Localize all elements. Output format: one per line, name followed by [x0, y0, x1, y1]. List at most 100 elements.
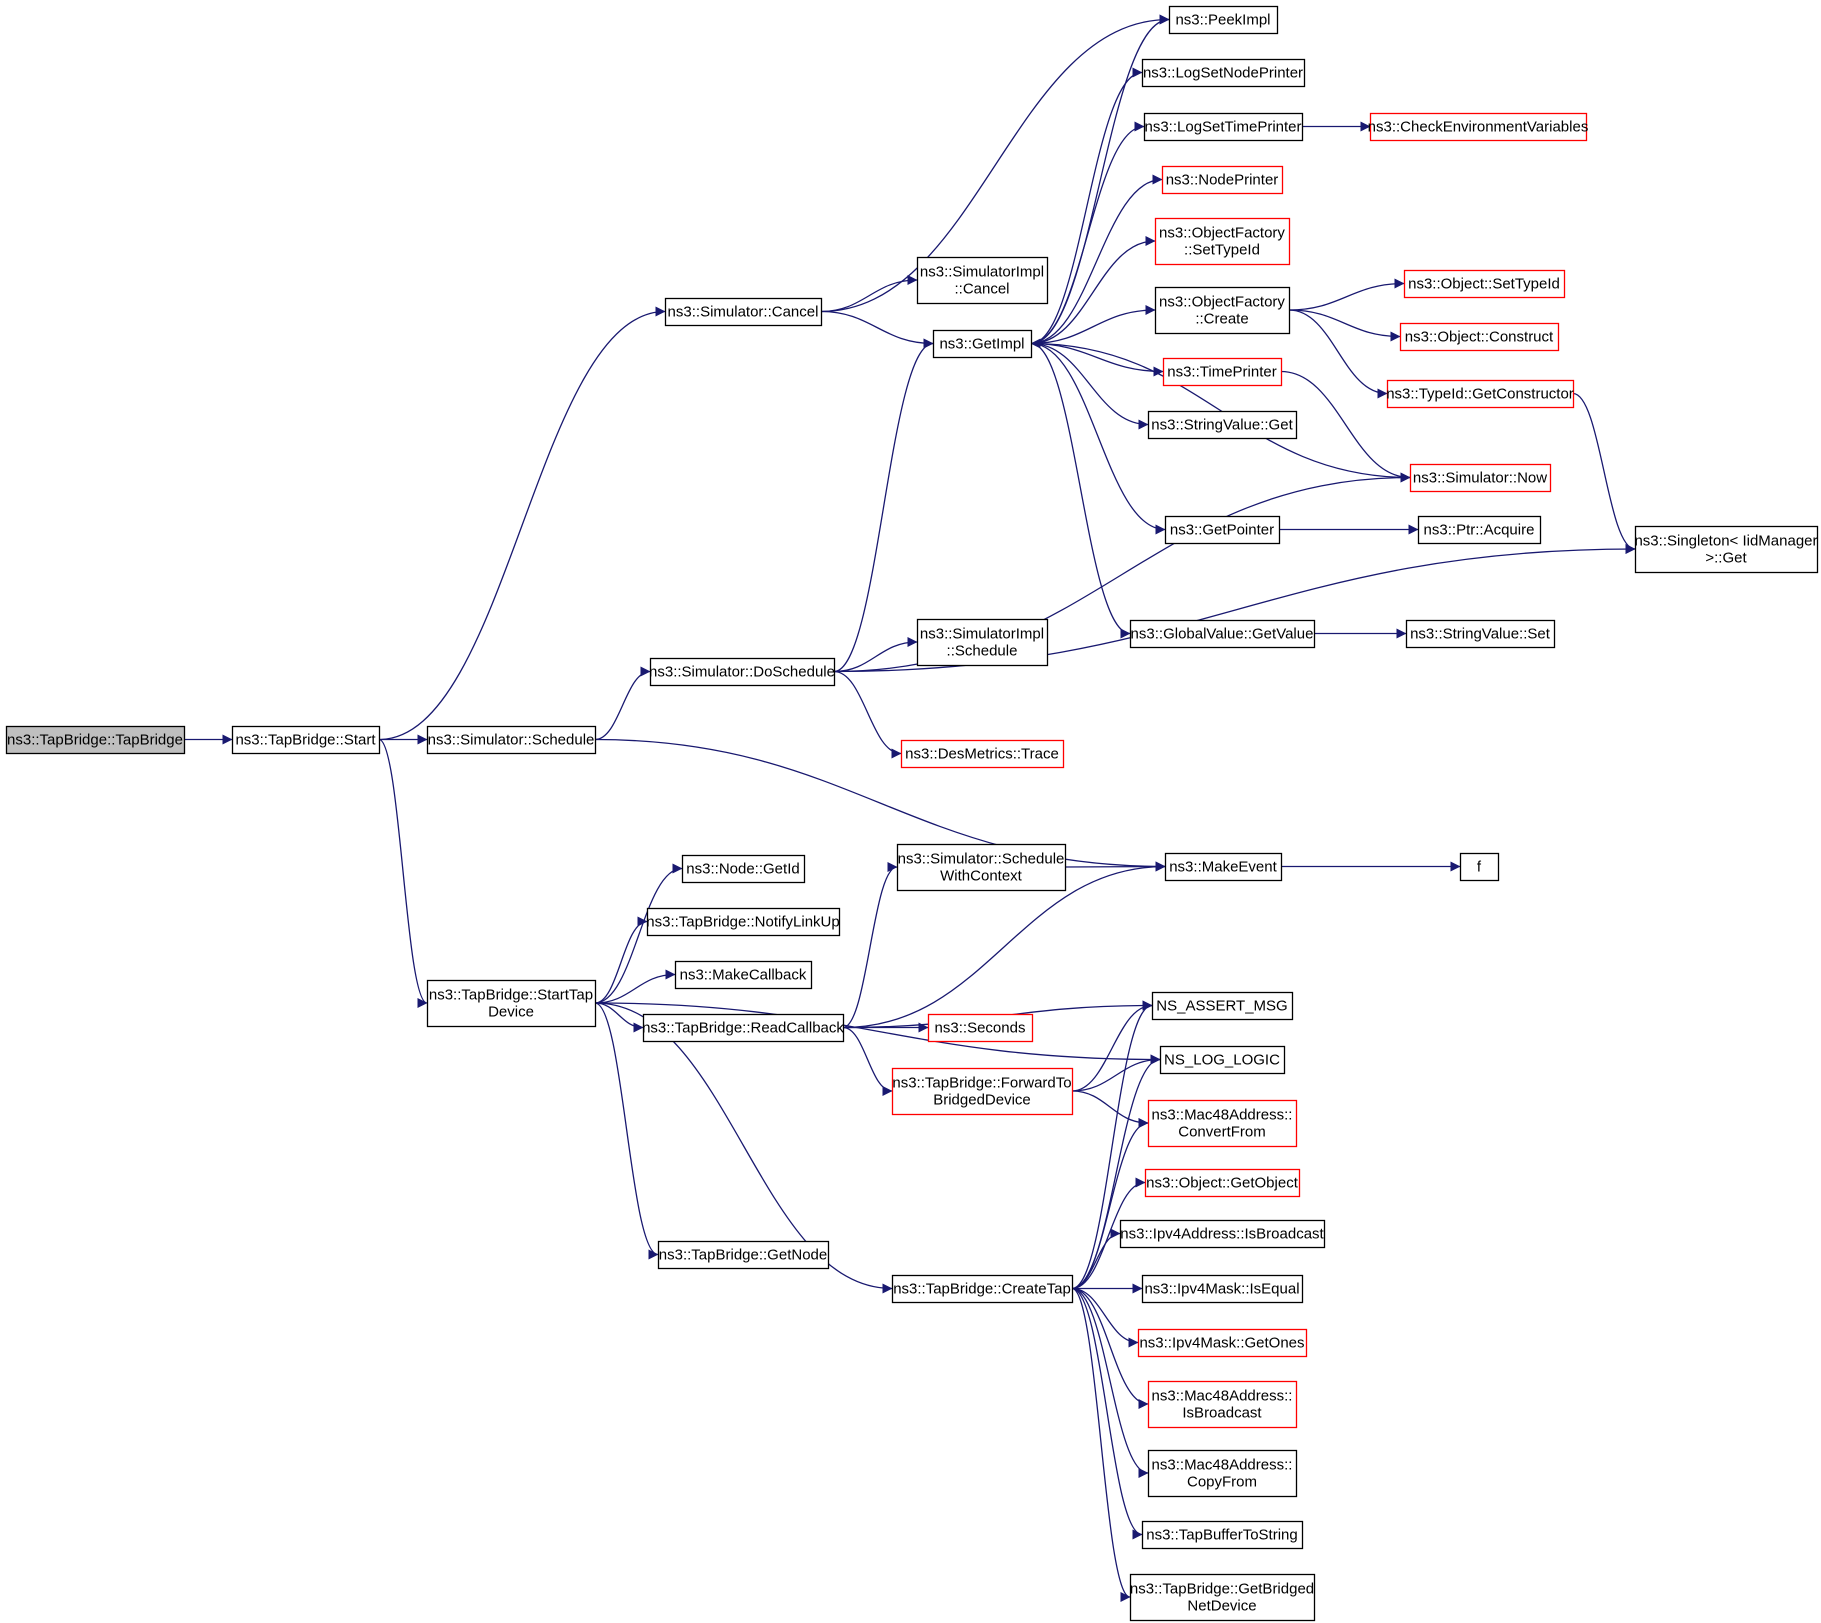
edge-sim-cancel-to-peekimpl [820, 14, 1170, 313]
node-box [932, 329, 1033, 359]
node-box [1119, 1219, 1326, 1249]
edge-timeprinter-to-sim-now [1280, 370, 1411, 483]
node-box [1459, 852, 1500, 882]
node-sim-now[interactable]: ns3::Simulator::Now [1409, 463, 1552, 493]
node-makecallback[interactable]: ns3::MakeCallback [674, 960, 813, 990]
node-box [1147, 1099, 1298, 1148]
node-logsettimeprinter[interactable]: ns3::LogSetTimePrinter [1143, 112, 1304, 142]
edge-of-create-to-typeid-getctor [1288, 309, 1388, 399]
edge-tb-starttapdevice-to-tb-notifylinkup [594, 916, 648, 1004]
node-ns-assert-msg[interactable]: NS_ASSERT_MSG [1151, 991, 1294, 1021]
node-box [1129, 619, 1316, 649]
node-sim-cancel[interactable]: ns3::Simulator::Cancel [664, 297, 823, 327]
node-node-getid[interactable]: ns3::Node::GetId [681, 854, 806, 884]
edge-tb-starttapdevice-to-makecallback [594, 969, 676, 1004]
edges [184, 14, 1636, 1602]
node-obj-settypeid[interactable]: ns3::Object::SetTypeId [1403, 269, 1566, 299]
node-label: ::SetTypeId [1184, 242, 1260, 259]
edge-tb-starttapdevice-to-tb-getnode [594, 1002, 659, 1260]
node-box [681, 854, 806, 884]
node-obj-getobject[interactable]: ns3::Object::GetObject [1144, 1168, 1301, 1198]
node-tapbridge-start[interactable]: ns3::TapBridge::Start [231, 725, 381, 755]
node-label: WithContext [940, 868, 1023, 885]
node-tb-getnode[interactable]: ns3::TapBridge::GetNode [657, 1240, 830, 1270]
node-box [1399, 322, 1560, 352]
node-box [642, 1013, 845, 1043]
node-ns-log-logic[interactable]: NS_LOG_LOGIC [1159, 1045, 1286, 1075]
edge-sim-cancel-to-getimpl [820, 310, 934, 349]
node-globalvalue-getvalue[interactable]: ns3::GlobalValue::GetValue [1129, 619, 1316, 649]
node-typeid-getctor[interactable]: ns3::TypeId::GetConstructor [1386, 379, 1575, 409]
node-tb-notifylinkup[interactable]: ns3::TapBridge::NotifyLinkUp [646, 907, 841, 937]
node-label: ns3::NodePrinter [1166, 172, 1279, 189]
node-mac48-copyfrom[interactable]: ns3::Mac48Address::CopyFrom [1147, 1449, 1298, 1498]
edge-tb-createtap-to-mac48-copyfrom [1071, 1287, 1149, 1478]
node-box [916, 618, 1049, 667]
edge-tb-createtap-to-ipv4addr-isbroadcast [1071, 1228, 1121, 1290]
node-timeprinter[interactable]: ns3::TimePrinter [1162, 357, 1283, 387]
node-mac48-convertfrom[interactable]: ns3::Mac48Address::ConvertFrom [1147, 1099, 1298, 1148]
node-box [1634, 525, 1819, 574]
node-singleton-get[interactable]: ns3::Singleton< IidManager>::Get [1634, 525, 1819, 574]
node-label: ns3::Mac48Address:: [1152, 1388, 1293, 1405]
edge-tb-starttapdevice-to-node-getid [594, 863, 683, 1004]
node-of-settypeid[interactable]: ns3::ObjectFactory::SetTypeId [1154, 217, 1291, 266]
node-makeevent[interactable]: ns3::MakeEvent [1164, 852, 1283, 882]
node-tapbuffertostring[interactable]: ns3::TapBufferToString [1141, 1520, 1304, 1550]
node-ipv4mask-isequal[interactable]: ns3::Ipv4Mask::IsEqual [1141, 1274, 1304, 1304]
node-seconds[interactable]: ns3::Seconds [927, 1013, 1034, 1043]
node-getimpl[interactable]: ns3::GetImpl [932, 329, 1033, 359]
node-box [1403, 269, 1566, 299]
node-label: ::Cancel [954, 281, 1009, 298]
node-tapbridge-ctor[interactable]: ns3::TapBridge::TapBridge [5, 725, 186, 755]
node-tb-readcallback[interactable]: ns3::TapBridge::ReadCallback [642, 1013, 845, 1043]
node-label: ::Create [1195, 311, 1248, 328]
node-label: ns3::TapBridge::NotifyLinkUp [646, 914, 839, 931]
node-label: ns3::GetPointer [1170, 522, 1274, 539]
node-f[interactable]: f [1459, 852, 1500, 882]
node-box [916, 256, 1049, 305]
edge-tb-createtap-to-mac48-convertfrom [1071, 1118, 1149, 1290]
node-label: ns3::TapBridge::StartTap [429, 987, 593, 1004]
edge-tb-forward-to-ns-log-logic [1071, 1054, 1161, 1092]
node-box [1147, 410, 1298, 440]
edge-tapbridge-start-to-sim-cancel [378, 306, 666, 741]
node-ptr-acquire[interactable]: ns3::Ptr::Acquire [1417, 515, 1542, 545]
node-box [900, 739, 1065, 769]
edge-sim-schedule-to-makeevent [594, 738, 1166, 872]
node-nodeprinter[interactable]: ns3::NodePrinter [1161, 165, 1284, 195]
node-stringvalue-set[interactable]: ns3::StringValue::Set [1405, 619, 1556, 649]
node-peekimpl[interactable]: ns3::PeekImpl [1168, 5, 1279, 35]
node-mac48-isbroadcast[interactable]: ns3::Mac48Address::IsBroadcast [1147, 1380, 1298, 1429]
node-getpointer[interactable]: ns3::GetPointer [1164, 515, 1281, 545]
node-box [1141, 1520, 1304, 1550]
node-tb-createtap[interactable]: ns3::TapBridge::CreateTap [891, 1274, 1074, 1304]
node-simimpl-schedule[interactable]: ns3::SimulatorImpl::Schedule [916, 618, 1049, 667]
node-label: ns3::Ptr::Acquire [1424, 522, 1535, 539]
node-box [1405, 619, 1556, 649]
edge-of-create-to-obj-construct [1288, 309, 1401, 342]
node-of-create[interactable]: ns3::ObjectFactory::Create [1154, 286, 1291, 335]
node-logsetnodeprinter[interactable]: ns3::LogSetNodePrinter [1141, 58, 1306, 88]
node-label: Device [488, 1004, 534, 1021]
node-simimpl-cancel[interactable]: ns3::SimulatorImpl::Cancel [916, 256, 1049, 305]
node-checkenv[interactable]: ns3::CheckEnvironmentVariables [1368, 112, 1589, 142]
node-ipv4addr-isbroadcast[interactable]: ns3::Ipv4Address::IsBroadcast [1119, 1219, 1326, 1249]
node-box [1369, 112, 1588, 142]
node-label: ns3::GlobalValue::GetValue [1131, 626, 1314, 643]
node-desmetrics-trace[interactable]: ns3::DesMetrics::Trace [900, 739, 1065, 769]
node-stringvalue-get[interactable]: ns3::StringValue::Get [1147, 410, 1298, 440]
node-label: ns3::TypeId::GetConstructor [1386, 386, 1574, 403]
edge-tapbridge-start-to-tb-starttapdevice [378, 738, 428, 1008]
node-box [1417, 515, 1542, 545]
node-sim-schedule[interactable]: ns3::Simulator::Schedule [426, 725, 597, 755]
node-ipv4mask-getones[interactable]: ns3::Ipv4Mask::GetOnes [1137, 1328, 1308, 1358]
node-sim-doschedule[interactable]: ns3::Simulator::DoSchedule [649, 657, 836, 687]
node-box [1144, 1168, 1301, 1198]
node-box [1409, 463, 1552, 493]
node-obj-construct[interactable]: ns3::Object::Construct [1399, 322, 1560, 352]
